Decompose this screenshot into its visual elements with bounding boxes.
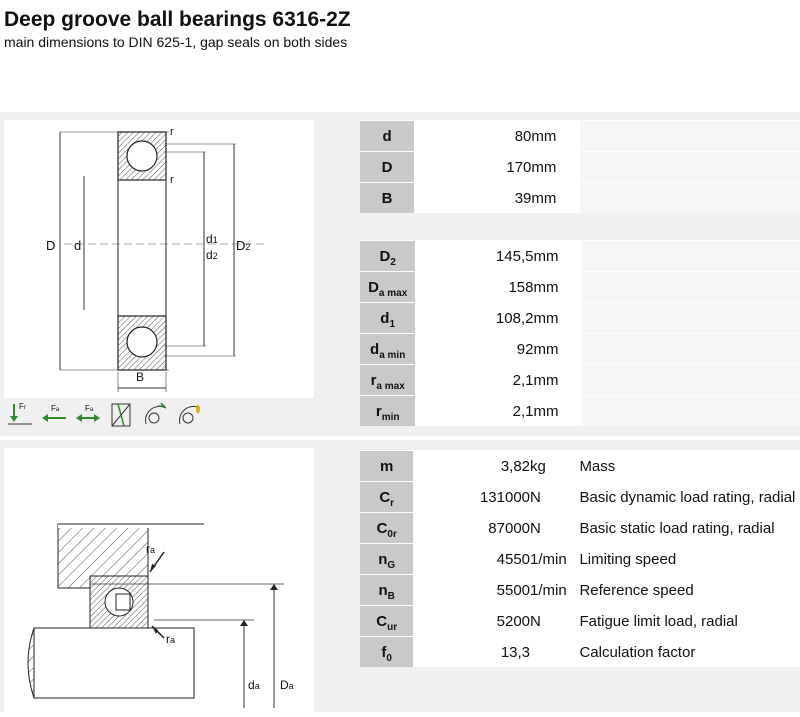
- main-dimensions-table: d 80 mm D 170 mm B 39 mm: [360, 120, 800, 213]
- table-row: rmin 2,1 mm: [360, 395, 800, 426]
- label-r-mid: r: [170, 174, 174, 186]
- high-speed-icon: [142, 402, 170, 428]
- label-ra-bottom: ra: [166, 632, 176, 646]
- table-row: d 80 mm: [360, 120, 800, 152]
- table-row: Da max 158 mm: [360, 271, 800, 303]
- label-d2: d2: [206, 248, 218, 262]
- table-row: Cur 5200 N Fatigue limit load, radial: [360, 605, 800, 637]
- label-ra-top: ra: [146, 542, 156, 556]
- label-d: d: [74, 238, 82, 253]
- table-row: nG 4550 1/min Limiting speed: [360, 543, 800, 575]
- table-row: D2 145,5 mm: [360, 240, 800, 272]
- label-B: B: [136, 370, 145, 384]
- mounting-dimensions-drawing: [27, 522, 284, 708]
- label-Da: Da: [280, 678, 294, 692]
- table-row: m 3,82 kg Mass: [360, 450, 800, 482]
- label-D2: D2: [236, 238, 251, 253]
- abutment-dimensions-table: D2 145,5 mm Da max 158 mm d1 108,2 mm da…: [360, 240, 800, 426]
- table-row: d1 108,2 mm: [360, 302, 800, 334]
- lubrication-icon: [176, 402, 204, 428]
- table-row: C0r 87000 N Basic static load rating, ra…: [360, 512, 800, 544]
- page-title: Deep groove ball bearings 6316-2Z: [4, 8, 351, 31]
- table-row: D 170 mm: [360, 151, 800, 183]
- table-row: Cr 131000 N Basic dynamic load rating, r…: [360, 481, 800, 513]
- axial-load-icon: Fa: [40, 402, 68, 428]
- misalignment-icon: [108, 402, 136, 428]
- table-row: nB 5500 1/min Reference speed: [360, 574, 800, 606]
- bearing-cross-section-drawing: [59, 131, 264, 392]
- table-row: B 39 mm: [360, 182, 800, 213]
- mounting-drawing-panel: ra ra da Da: [4, 448, 314, 712]
- table-row: ra max 2,1 mm: [360, 364, 800, 396]
- bearing-drawing-panel: D d d1 d2 D2 B r r: [4, 120, 314, 398]
- table-row: da min 92 mm: [360, 333, 800, 365]
- label-r-top: r: [170, 126, 174, 138]
- page-subtitle: main dimensions to DIN 625-1, gap seals …: [4, 34, 348, 50]
- bidirectional-axial-load-icon: Fa: [74, 402, 102, 428]
- label-d1: d1: [206, 232, 218, 246]
- performance-data-table: m 3,82 kg Mass Cr 131000 N Basic dynamic…: [360, 450, 800, 667]
- label-D: D: [46, 238, 56, 253]
- label-da: da: [248, 678, 260, 692]
- table-row: f0 13,3 Calculation factor: [360, 636, 800, 667]
- bearing-feature-icons: Fr Fa Fa: [6, 402, 204, 428]
- radial-load-icon: Fr: [6, 402, 34, 428]
